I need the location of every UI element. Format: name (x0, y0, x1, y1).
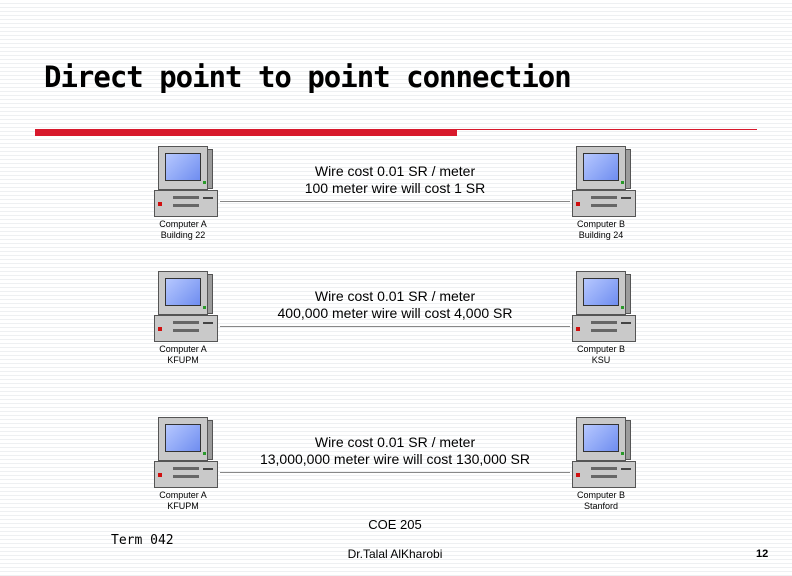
computer-b-label: Computer B Stanford (561, 490, 641, 512)
computer-a-name: Computer A (159, 490, 207, 500)
title-underline-thick (35, 129, 457, 136)
page-number: 12 (756, 548, 769, 560)
cost-total: 100 meter wire will cost 1 SR (304, 180, 486, 196)
footer-author: Dr.Talal AlKharobi (347, 547, 443, 561)
cost-text: Wire cost 0.01 SR / meter 100 meter wire… (255, 163, 535, 197)
cost-rate: Wire cost 0.01 SR / meter (314, 163, 476, 179)
computer-icon (570, 417, 638, 489)
computer-b-label: Computer B Building 24 (561, 219, 641, 241)
computer-a-location: Building 22 (160, 230, 206, 240)
footer-term: Term 042 (111, 533, 174, 548)
cost-total: 13,000,000 meter wire will cost 130,000 … (259, 451, 531, 467)
footer-course: COE 205 (368, 517, 422, 532)
computer-b-location: Stanford (583, 501, 619, 511)
slide-title: Direct point to point connection (44, 60, 572, 94)
wire-line (220, 472, 570, 473)
computer-icon (152, 271, 220, 343)
wire-line (220, 201, 570, 202)
computer-a-name: Computer A (159, 219, 207, 229)
computer-a-name: Computer A (159, 344, 207, 354)
computer-b-name: Computer B (576, 344, 626, 354)
computer-icon (570, 146, 638, 218)
computer-icon (570, 271, 638, 343)
computer-b-location: KSU (591, 355, 611, 365)
cost-text: Wire cost 0.01 SR / meter 400,000 meter … (245, 288, 545, 322)
computer-a-label: Computer A KFUPM (143, 344, 223, 366)
computer-b-label: Computer B KSU (561, 344, 641, 366)
cost-total: 400,000 meter wire will cost 4,000 SR (277, 305, 513, 321)
cost-rate: Wire cost 0.01 SR / meter (314, 288, 476, 304)
computer-a-location: KFUPM (167, 501, 199, 511)
computer-icon (152, 146, 220, 218)
computer-b-name: Computer B (576, 490, 626, 500)
title-underline-thin (457, 129, 757, 130)
wire-line (220, 326, 570, 327)
computer-a-label: Computer A KFUPM (143, 490, 223, 512)
computer-b-location: Building 24 (578, 230, 624, 240)
cost-rate: Wire cost 0.01 SR / meter (314, 434, 476, 450)
computer-b-name: Computer B (576, 219, 626, 229)
computer-a-label: Computer A Building 22 (143, 219, 223, 241)
computer-icon (152, 417, 220, 489)
cost-text: Wire cost 0.01 SR / meter 13,000,000 met… (235, 434, 555, 468)
computer-a-location: KFUPM (167, 355, 199, 365)
